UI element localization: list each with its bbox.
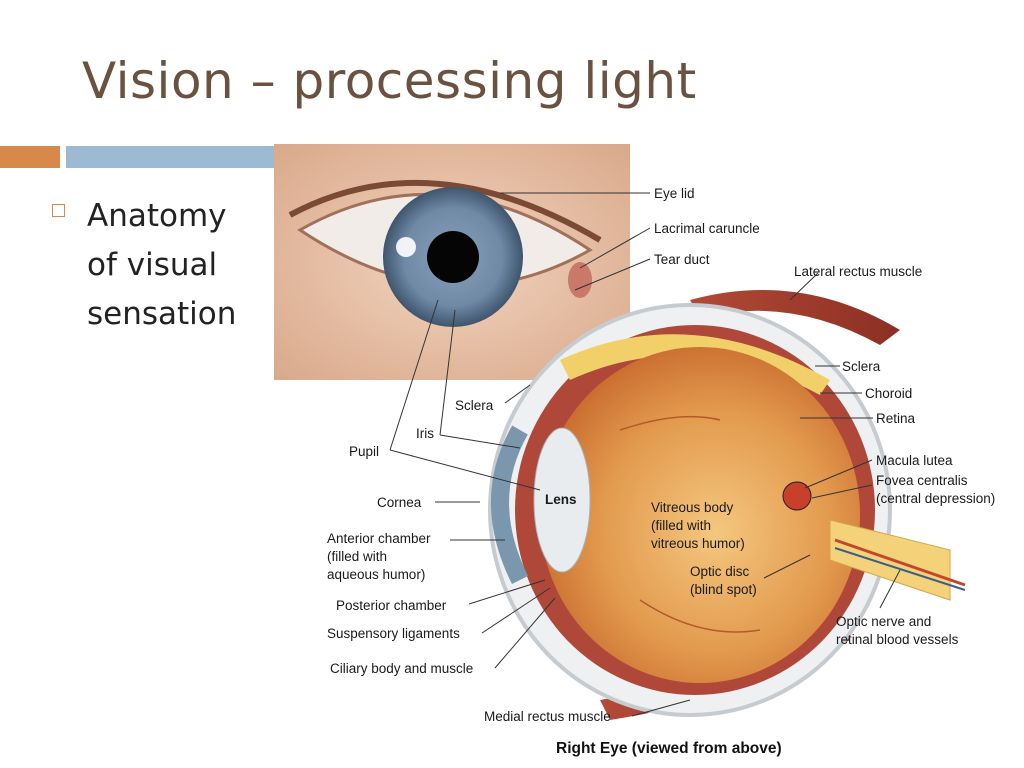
label-posterior-chamber: Posterior chamber <box>336 598 447 613</box>
label-lateral-rectus-muscle: Lateral rectus muscle <box>794 264 922 279</box>
label-lacrimal-caruncle: Lacrimal caruncle <box>654 221 760 236</box>
label-optic-nerve-note: retinal blood vessels <box>836 632 959 647</box>
accent-bar-orange <box>0 146 60 168</box>
label-tear-duct: Tear duct <box>654 252 710 267</box>
label-anterior-chamber-note2: aqueous humor) <box>327 567 425 582</box>
label-vitreous-body: Vitreous body <box>651 500 734 515</box>
label-choroid: Choroid <box>865 386 912 401</box>
label-sclera-right: Sclera <box>842 359 881 374</box>
label-fovea-centralis-note: (central depression) <box>876 491 995 506</box>
label-optic-disc: Optic disc <box>690 564 750 579</box>
label-retina: Retina <box>876 411 916 426</box>
label-suspensory-ligaments: Suspensory ligaments <box>327 626 460 641</box>
accent-bar-blue <box>66 146 276 168</box>
label-cornea: Cornea <box>377 495 422 510</box>
label-sclera-left: Sclera <box>455 398 494 413</box>
bullet-square-icon <box>52 204 65 217</box>
diagram-caption: Right Eye (viewed from above) <box>556 740 782 757</box>
label-medial-rectus-muscle: Medial rectus muscle <box>484 709 611 724</box>
label-eye-lid: Eye lid <box>654 186 695 201</box>
label-lens: Lens <box>545 492 577 507</box>
label-pupil: Pupil <box>349 444 379 459</box>
label-ciliary-body: Ciliary body and muscle <box>330 661 473 676</box>
label-anterior-chamber-note1: (filled with <box>327 549 387 564</box>
slide-title: Vision – processing light <box>82 52 697 110</box>
leader-lines <box>389 192 901 717</box>
label-optic-disc-note: (blind spot) <box>690 582 757 597</box>
label-fovea-centralis: Fovea centralis <box>876 473 968 488</box>
label-vitreous-body-note1: (filled with <box>651 518 711 533</box>
label-optic-nerve: Optic nerve and <box>836 614 931 629</box>
label-macula-lutea: Macula lutea <box>876 453 953 468</box>
label-iris: Iris <box>416 426 434 441</box>
label-vitreous-body-note2: vitreous humor) <box>651 536 745 551</box>
eye-cross-section <box>488 290 966 720</box>
eye-photo <box>274 144 630 380</box>
label-anterior-chamber: Anterior chamber <box>327 531 431 546</box>
bullet-text: Anatomy of visual sensation <box>87 198 237 332</box>
